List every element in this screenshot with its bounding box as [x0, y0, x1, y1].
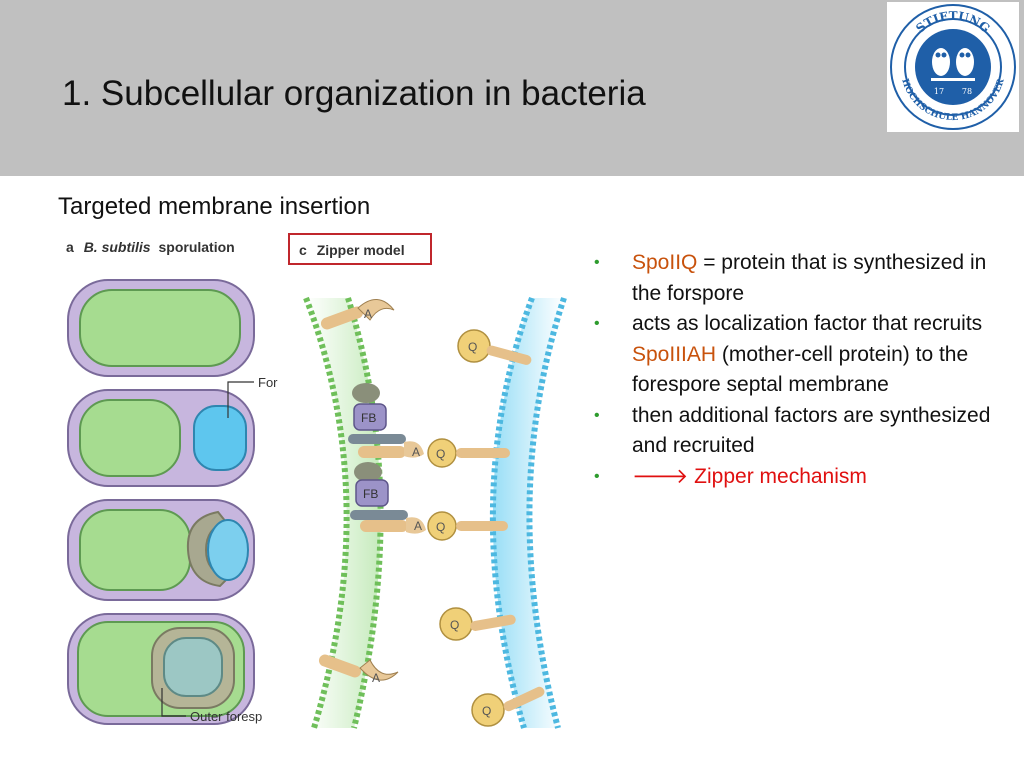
protein-q-2: Q: [439, 607, 516, 641]
zipper-model-figure: a B. subtilis sporulation c Zipper model…: [58, 228, 570, 738]
fb-label: FB: [363, 487, 378, 501]
university-logo: STIFTUNG HOCHSCHULE HANNOVER 17 78: [887, 2, 1019, 132]
slide-subtitle: Targeted membrane insertion: [58, 193, 371, 220]
protein-a-label: A: [412, 445, 420, 459]
bullet-marker: •: [594, 467, 600, 485]
panel-c-label: Zipper model: [317, 242, 405, 258]
bullet-text: (mother-cell protein) to the forespore s…: [632, 342, 969, 397]
protein-q-label: Q: [436, 520, 445, 534]
bullet-item: • 🡒 Zipper mechanism: [594, 462, 1004, 493]
bullet-marker: •: [594, 406, 600, 424]
bullet-list: • SpoIIQ = protein that is synthesized i…: [594, 248, 1004, 492]
bullet-item: • acts as localization factor that recru…: [594, 309, 1004, 401]
protein-q-3: Q: [471, 686, 545, 727]
forespore-label: For: [258, 375, 278, 390]
protein-q-label: Q: [450, 618, 459, 632]
outer-forespore-label: Outer foresp: [190, 709, 262, 724]
bullet-text: then additional factors are synthesized …: [632, 403, 991, 458]
protein-name: SpoIIQ: [632, 251, 698, 274]
bullet-text: acts as localization factor that recruit…: [632, 312, 983, 335]
bullet-item: • then additional factors are synthesize…: [594, 401, 1004, 462]
protein-a-label: A: [414, 519, 422, 533]
bullet-item: • SpoIIQ = protein that is synthesized i…: [594, 248, 1004, 309]
fb-label: FB: [361, 411, 376, 425]
logo-year-left: 17: [934, 87, 944, 96]
fb-complex-1: FB A Q: [348, 383, 510, 468]
bullet-text: = protein that is synthesized in the for…: [632, 251, 987, 305]
slide-title: 1. Subcellular organization in bacteria: [62, 74, 646, 113]
bullet-marker: •: [594, 315, 600, 332]
protein-a-label: A: [364, 307, 372, 321]
protein-a-bottom: A: [318, 654, 399, 685]
figure-svg: a B. subtilis sporulation c Zipper model…: [58, 228, 570, 738]
protein-q-label: Q: [482, 704, 491, 718]
bullet-marker: •: [594, 254, 600, 271]
bullet-text: Zipper mechanism: [694, 464, 867, 488]
panel-c-letter: c: [299, 242, 307, 258]
cell-stage-2: For: [67, 375, 278, 487]
panel-a-label: sporulation: [158, 239, 234, 255]
fb-complex-2: FB A Q: [350, 462, 508, 541]
protein-q-label: Q: [436, 447, 445, 461]
cell-stage-3: [67, 499, 255, 601]
panel-a-species: B. subtilis: [84, 239, 151, 255]
cell-stage-4: Outer foresp: [67, 613, 262, 725]
title-bar: [0, 0, 1024, 176]
seal-icon: STIFTUNG HOCHSCHULE HANNOVER 17 78: [890, 4, 1016, 130]
protein-q-label: Q: [468, 340, 477, 354]
cell-stage-1: [67, 279, 255, 377]
protein-a-top: A: [320, 299, 395, 330]
protein-q-1: Q: [457, 329, 532, 365]
panel-a-letter: a: [66, 239, 74, 255]
logo-year-right: 78: [962, 87, 972, 96]
svg-text:c Zipper model: c Zipper model: [299, 242, 405, 258]
protein-a-label: A: [372, 671, 380, 685]
svg-text:a B. subtilis spor: a B. subtilis sporulation: [66, 239, 235, 255]
arrow-icon: 🡒: [632, 464, 689, 488]
protein-name: SpoIIIAH: [632, 342, 717, 366]
